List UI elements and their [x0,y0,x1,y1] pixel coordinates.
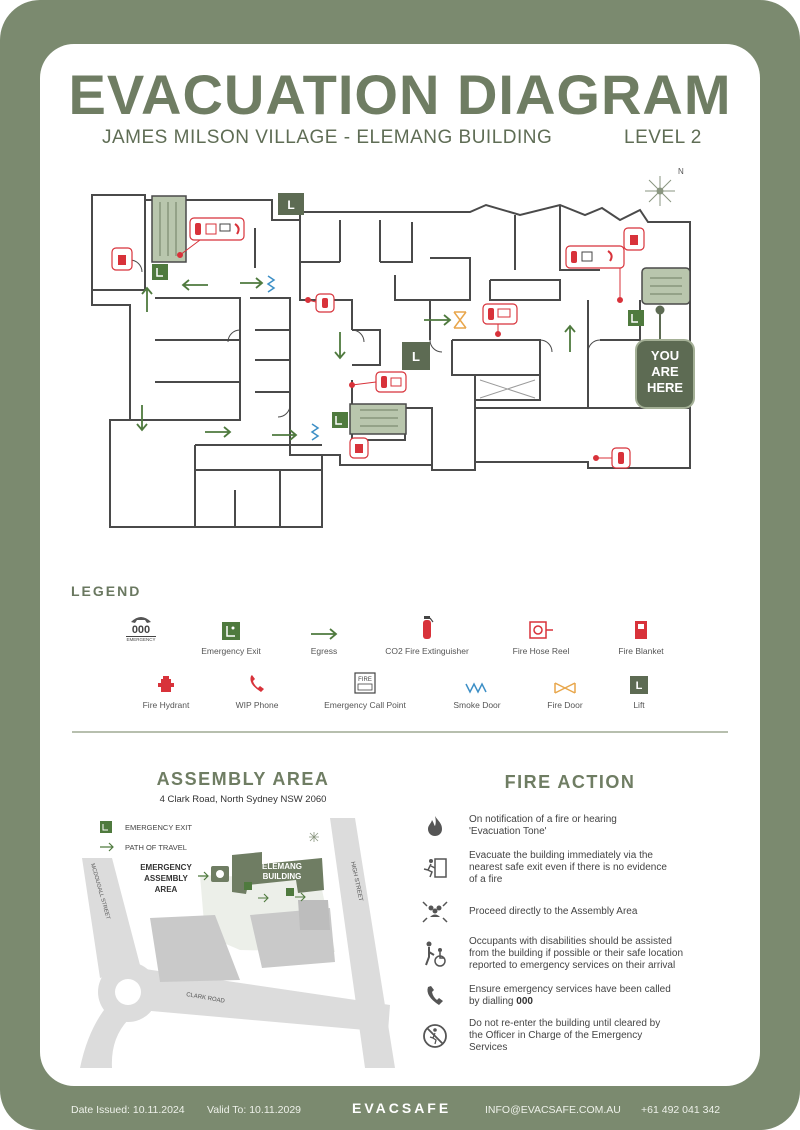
fire-action-step: Occupants with disabilities should be as… [415,936,730,972]
smoke-door-icons [266,275,320,441]
svg-text:ASSEMBLY: ASSEMBLY [144,874,188,883]
legend-lift: L Lift [584,666,694,710]
fire-blanket-icon [635,621,647,639]
egress-arrows [136,277,576,441]
building-subtitle: JAMES MILSON VILLAGE - ELEMANG BUILDING [102,127,553,148]
compass-icon [645,176,675,206]
assembly-people-icon [422,901,448,923]
fire-action-step: Ensure emergency services have been call… [415,980,730,1012]
legend-fire-hydrant: Fire Hydrant [111,666,221,710]
svg-text:YOU: YOU [651,348,679,363]
lift-icon: L [278,193,304,215]
north-label: N [678,167,684,176]
contact-email[interactable]: INFO@EVACSAFE.COM.AU [485,1104,621,1116]
legend-fire-door: Fire Door [510,666,620,710]
floor-plan: L L [91,167,695,528]
stairwell-west [151,195,187,263]
legend-egress: Egress [269,612,379,656]
fire-action-step: Do not re-enter the building until clear… [415,1018,730,1054]
legend-emergency-phone: 000 EMERGENCY [86,614,196,650]
svg-text:BUILDING: BUILDING [263,872,302,881]
legend-title: LEGEND [71,583,142,599]
phone-icon [427,986,443,1005]
svg-text:FIRE: FIRE [358,677,372,683]
you-are-here-marker: YOU ARE HERE [635,305,695,409]
stairwell-central [349,403,407,435]
legend-extinguisher: CO2 Fire Extinguisher [372,612,482,656]
equipment-callouts [111,217,645,469]
fire-action-title: FIRE ACTION [504,772,636,792]
smoke-door-icon [465,682,487,694]
svg-text:ARE: ARE [651,364,679,379]
stairwell-east [641,267,691,305]
fire-action-step: Proceed directly to the Assembly Area [415,896,730,928]
fire-door-icon [554,682,576,694]
assembly-address: 4 Clark Road, North Sydney NSW 2060 [159,794,327,805]
svg-text:L: L [287,198,294,212]
assembly-area-label: EMERGENCY [140,863,192,872]
contact-phone[interactable]: +61 492 041 342 [641,1104,721,1116]
hose-reel-icon [529,621,553,639]
svg-text:HERE: HERE [647,380,683,395]
svg-text:L: L [636,680,643,692]
exit-sign-icons [152,264,644,428]
disability-assist-icon [425,941,446,967]
legend-fire-blanket: Fire Blanket [586,612,696,656]
legend-hose-reel: Fire Hose Reel [486,612,596,656]
fire-action-step: On notification of a fire or hearing'Eva… [415,810,730,842]
lift-icon: L [402,342,430,370]
extinguisher-icon [423,616,434,639]
egress-arrow-icon [311,628,338,640]
assembly-area-title: ASSEMBLY AREA [156,769,330,789]
legend-call-point: FIRE Emergency Call Point [310,666,420,710]
level-label: LEVEL 2 [624,127,702,148]
fire-hydrant-icon [158,676,174,692]
legend-smoke-door: Smoke Door [422,666,532,710]
svg-text:AREA: AREA [155,885,178,894]
key-emergency-exit: EMERGENCY EXIT [125,823,192,832]
phone-handset-icon [250,675,264,692]
call-point-icon: FIRE [354,672,376,694]
legend-emergency-exit: Emergency Exit [176,612,286,656]
fire-door-icon [453,311,467,329]
telephone-icon [131,617,151,623]
svg-text:L: L [412,349,420,364]
valid-to: Valid To: 10.11.2029 [207,1104,301,1116]
fire-action-step: Evacuate the building immediately via th… [415,850,730,886]
emergency-exit-icon [222,622,240,640]
key-path-of-travel: PATH OF TRAVEL [125,843,187,852]
legend-wip-phone: WIP Phone [202,666,312,710]
date-issued: Date Issued: 10.11.2024 [71,1104,185,1116]
brand-logo: EVACSAFE [352,1100,452,1116]
no-entry-icon [423,1024,447,1048]
exit-running-icon [423,858,447,878]
flame-icon [428,816,442,836]
lift-icon: L [630,676,648,694]
elemang-building-label: ELEMANG [262,862,302,871]
section-divider [72,731,728,733]
page-title: EVACUATION DIAGRAM [68,63,732,126]
